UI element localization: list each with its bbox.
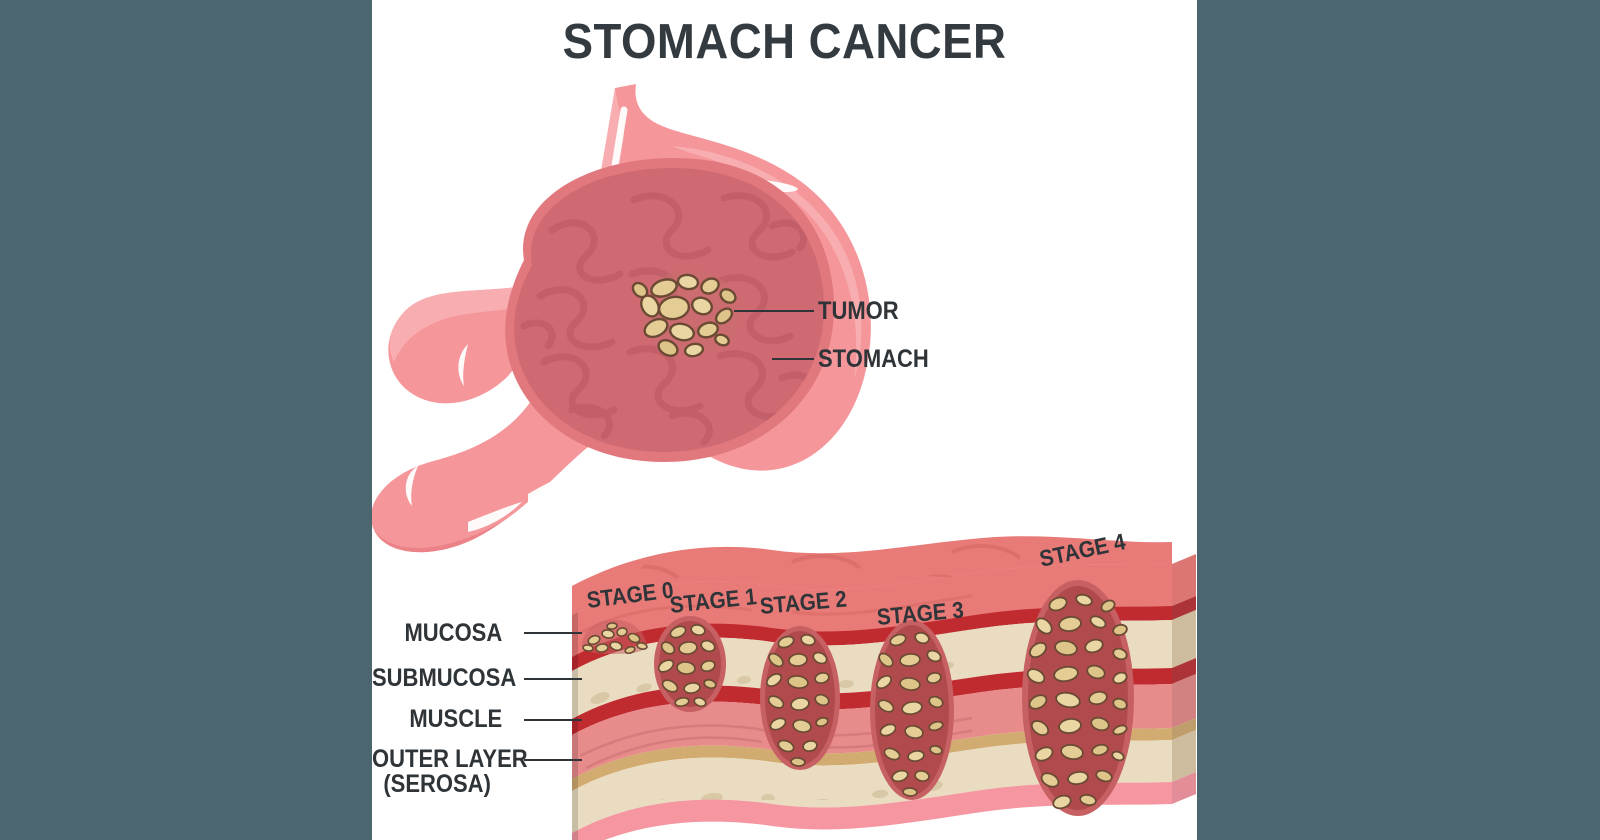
tumor-stage-0	[581, 620, 648, 655]
leader-line-mucosa	[524, 632, 582, 634]
tumor-stage-1	[654, 616, 726, 712]
tumor-stage-4	[1022, 580, 1134, 816]
infographic-canvas: STOMACH CANCER	[372, 0, 1197, 840]
layer-outer-cream	[572, 740, 1172, 833]
layer-label-outer-layer: OUTER LAYER	[372, 745, 528, 773]
layer-label-mucosa: MUCOSA	[404, 619, 503, 647]
layer-band-tan	[572, 728, 1172, 791]
callout-label-tumor: TUMOR	[818, 297, 899, 325]
tumor-stage-3	[870, 620, 954, 800]
layer-band-red-1	[572, 606, 1172, 671]
tissue-layer-block	[572, 536, 1196, 840]
tumor-stage-2	[760, 626, 840, 770]
block-left-edge	[572, 612, 578, 840]
layer-label-submucosa: SUBMUCOSA	[372, 664, 517, 692]
leader-line-tumor	[734, 310, 814, 312]
tumor-cluster-stomach	[631, 270, 740, 358]
leader-line-muscle	[524, 719, 582, 721]
stomach-illustration	[372, 84, 871, 553]
leader-line-stomach	[772, 358, 814, 360]
page-title: STOMACH CANCER	[562, 15, 1007, 69]
leader-line-outer-layer	[524, 759, 582, 761]
callout-label-stomach: STOMACH	[818, 345, 929, 373]
layer-label-muscle: MUSCLE	[409, 705, 503, 733]
layer-label-serosa-sub: (SEROSA)	[383, 770, 491, 798]
leader-line-submucosa	[524, 678, 582, 680]
layer-serosa	[572, 782, 1172, 840]
block-right-face	[1172, 554, 1196, 804]
